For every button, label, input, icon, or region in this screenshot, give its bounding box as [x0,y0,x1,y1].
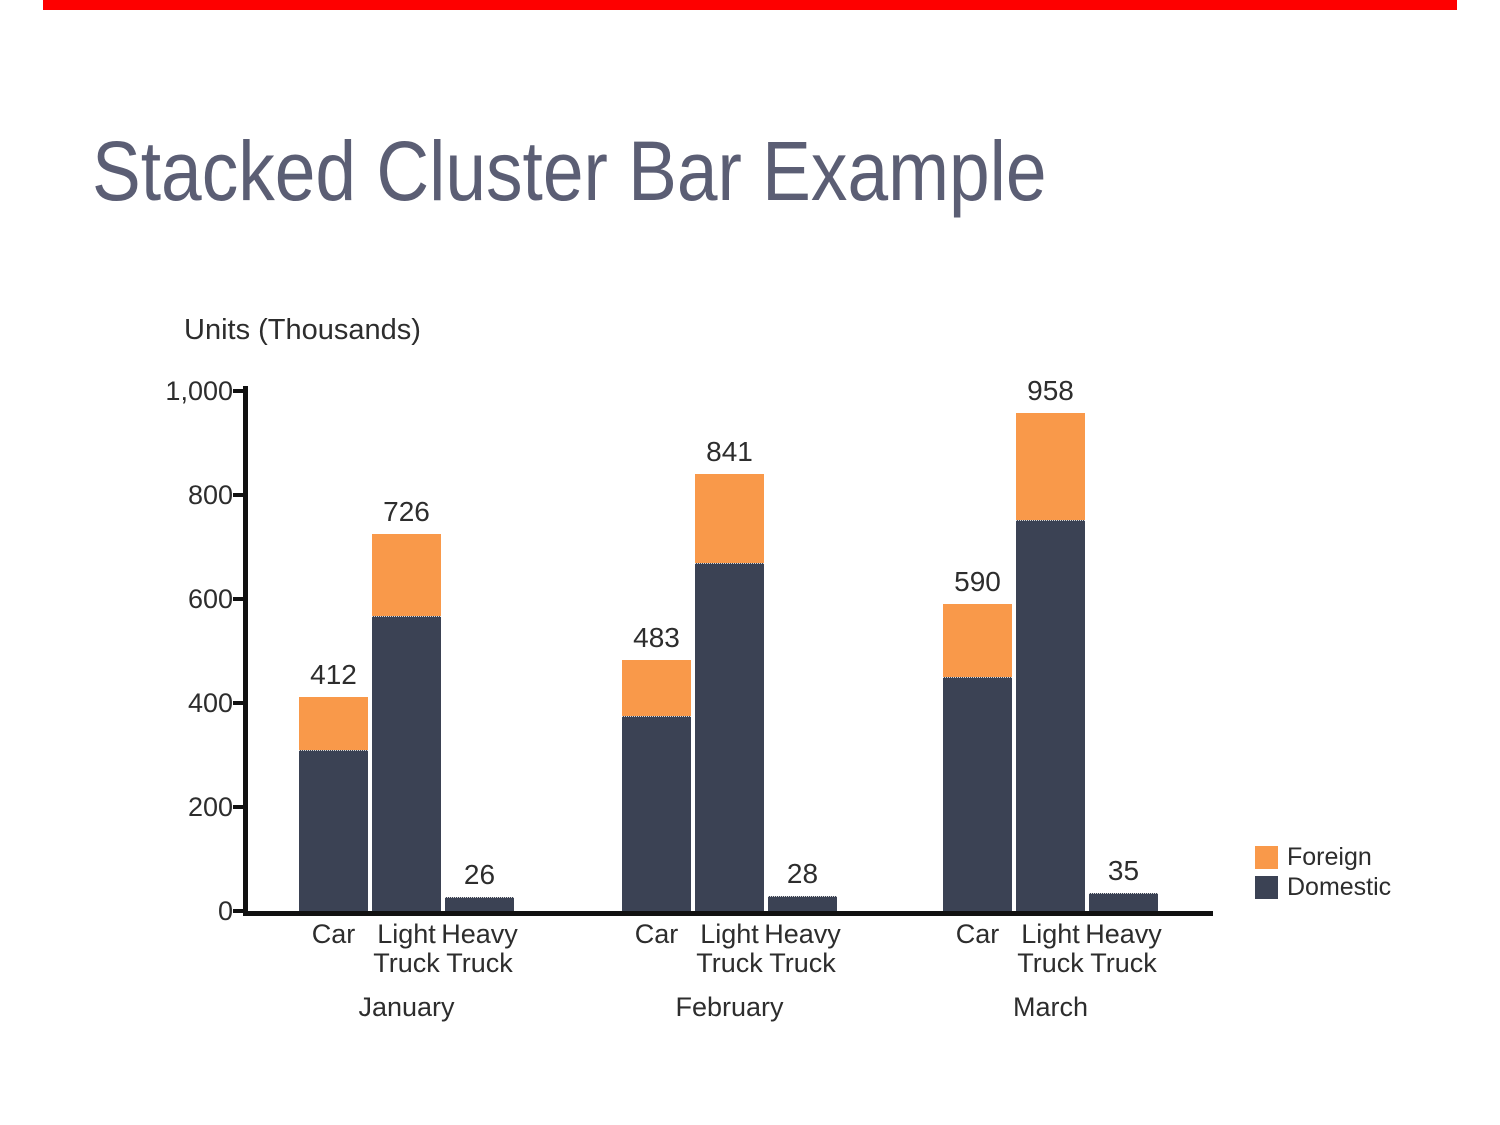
legend-item-foreign: Foreign [1255,842,1391,872]
bar-segment-domestic [1016,520,1085,911]
bar-value-label: 841 [706,436,753,467]
bar-segment-domestic [372,616,441,911]
y-axis-line [243,386,248,916]
y-tick-label: 800 [187,480,233,510]
bar-segment-domestic [695,563,764,911]
bar-segment-domestic [768,896,837,911]
y-tick-label: 200 [187,792,233,822]
bar-value-label: 726 [383,496,430,527]
bar-segment-foreign [372,534,441,616]
bar-segment-domestic [943,677,1012,911]
bar-segment-domestic [1089,893,1158,911]
bar-category-label: Car [955,919,1000,949]
bar-segment-foreign [299,697,368,750]
bar-value-label: 590 [954,566,1001,597]
legend-label: Foreign [1287,842,1372,871]
group-label: January [358,992,455,1022]
legend: Foreign Domestic [1255,842,1391,902]
y-tick-label: 0 [217,896,233,926]
y-tick-mark [233,597,243,601]
bar-value-label: 26 [463,859,496,890]
y-tick-label: 600 [187,584,233,614]
group-label: March [1012,992,1088,1022]
bar-value-label: 412 [310,659,357,690]
y-tick-mark [233,389,243,393]
bar-category-label: Car [634,919,679,949]
y-tick-mark [233,493,243,497]
x-axis-line [243,911,1213,916]
legend-label: Domestic [1287,872,1392,901]
page-title: Stacked Cluster Bar Example [92,124,1047,218]
bar-value-label: 35 [1107,855,1140,886]
y-tick-mark [233,805,243,809]
legend-item-domestic: Domestic [1255,872,1391,902]
y-tick-mark [233,701,243,705]
bar-segment-domestic [445,897,514,911]
y-axis-title: Units (Thousands) [184,314,421,346]
foreign-swatch-icon [1255,845,1278,869]
bar-value-label: 958 [1027,375,1074,406]
bar-segment-foreign [622,660,691,716]
bar-segment-foreign [695,474,764,563]
domestic-swatch-icon [1255,875,1278,899]
bar-segment-domestic [622,716,691,911]
bar-value-label: 28 [786,858,819,889]
bar-segment-foreign [943,604,1012,677]
y-tick-label: 1,000 [165,376,233,406]
bar-category-label: Car [311,919,356,949]
bar-segment-foreign [1016,413,1085,520]
bar-value-label: 483 [633,622,680,653]
top-accent-bar [43,0,1457,10]
y-tick-mark [233,909,243,913]
group-label: February [675,992,784,1022]
bar-segment-domestic [299,750,368,911]
y-tick-label: 400 [187,688,233,718]
